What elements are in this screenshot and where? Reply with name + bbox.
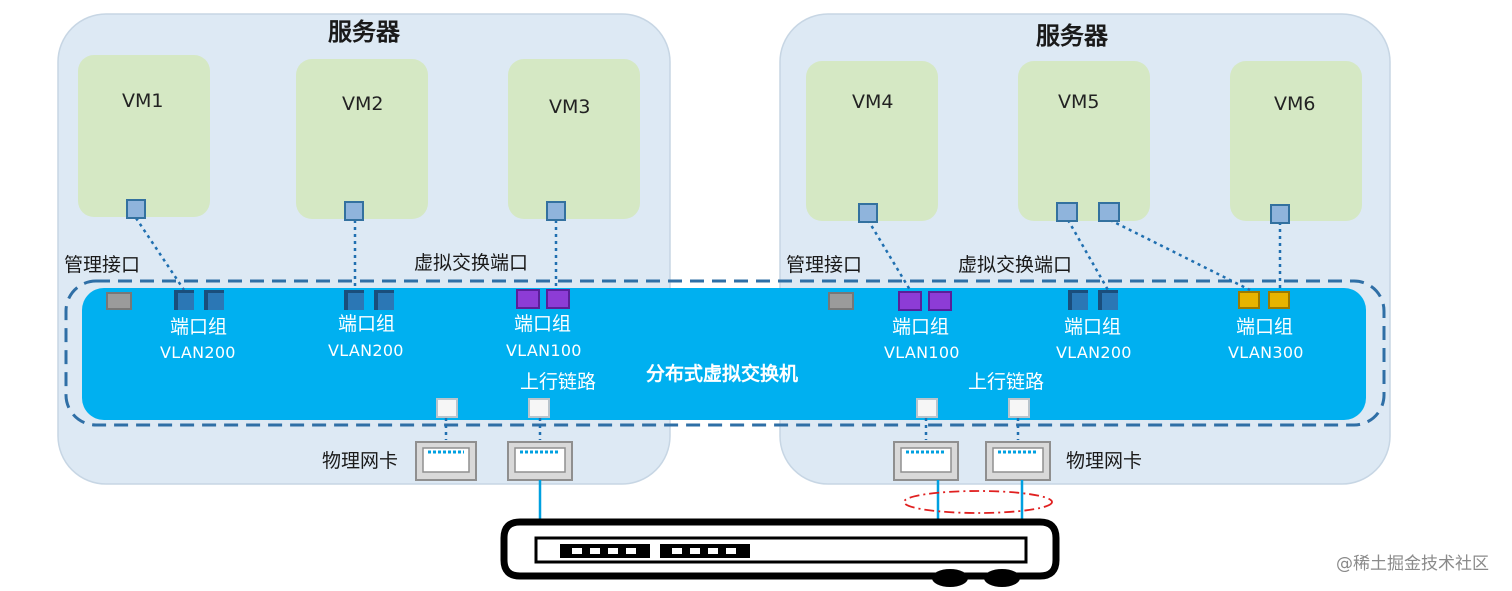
port-group-vlan-6: VLAN300 — [1228, 343, 1304, 362]
port-group-label-1: 端口组 — [170, 316, 228, 338]
dvs-port — [516, 289, 540, 309]
link-vm1 — [134, 217, 186, 291]
dvs-port — [344, 290, 364, 310]
uplink-port — [1008, 398, 1030, 418]
vm-box-3 — [508, 59, 640, 219]
port-group-vlan-1: VLAN200 — [160, 343, 236, 362]
vm-box-6 — [1230, 61, 1362, 221]
vm4-port — [858, 203, 878, 223]
vm3-port — [546, 201, 566, 221]
dvs-title: 分布式虚拟交换机 — [646, 363, 799, 385]
link-vm5b — [1109, 218, 1251, 292]
nic-group — [415, 441, 1051, 481]
mgmt-interface-label-1: 管理接口 — [64, 254, 141, 276]
port-group-label-3: 端口组 — [514, 313, 572, 335]
uplink-port — [436, 398, 458, 418]
dvs-port — [204, 290, 224, 310]
vm5-port-a — [1056, 202, 1078, 222]
vm-label-3: VM3 — [549, 96, 591, 118]
port-group-vlan-2: VLAN200 — [328, 341, 404, 360]
port-group-vlan-4: VLAN100 — [884, 343, 960, 362]
dvs-port — [1098, 290, 1118, 310]
port-group-vlan-3: VLAN100 — [506, 341, 582, 360]
ethernet-port-icon — [415, 441, 477, 481]
ethernet-port-icon — [893, 441, 959, 481]
uplink-label-2: 上行链路 — [968, 371, 1045, 393]
port-group-vlan-5: VLAN200 — [1056, 343, 1132, 362]
uplink-port — [528, 398, 550, 418]
dvs-port — [928, 291, 952, 311]
server-title-1: 服务器 — [328, 18, 400, 46]
dvs-port — [546, 289, 570, 309]
port-group-label-2: 端口组 — [338, 313, 396, 335]
mgmt-interface-label-2: 管理接口 — [786, 254, 863, 276]
watermark-text: @稀土掘金技术社区 — [1336, 554, 1489, 574]
uplink-port — [916, 398, 938, 418]
vm-label-2: VM2 — [342, 93, 384, 115]
vm-box-4 — [806, 61, 938, 221]
nic-label-1: 物理网卡 — [322, 450, 399, 472]
dvs-dashed-outline — [64, 279, 1386, 427]
server-title-2: 服务器 — [1036, 22, 1108, 50]
ethernet-port-icon — [985, 441, 1051, 481]
mgmt-port-2 — [828, 292, 854, 310]
vm5-port-b — [1098, 202, 1120, 222]
vm-label-6: VM6 — [1274, 93, 1316, 115]
uplink-label-1: 上行链路 — [520, 371, 597, 393]
vm-box-1 — [78, 55, 210, 217]
nic-label-2: 物理网卡 — [1066, 450, 1143, 472]
vswitch-port-label-2: 虚拟交换端口 — [958, 254, 1073, 276]
port-group-label-5: 端口组 — [1064, 316, 1122, 338]
vm2-port — [344, 201, 364, 221]
dvs-port — [1268, 291, 1290, 309]
highlight-ellipse — [903, 490, 1053, 514]
vm-label-5: VM5 — [1058, 91, 1100, 113]
dvs-port — [174, 290, 194, 310]
vm-label-1: VM1 — [122, 90, 164, 112]
vm1-port — [126, 199, 146, 219]
vswitch-port-label-1: 虚拟交换端口 — [414, 252, 529, 274]
vm-label-4: VM4 — [852, 91, 894, 113]
dvs-port — [1238, 291, 1260, 309]
mgmt-port-1 — [106, 292, 132, 310]
ethernet-port-icon — [507, 441, 573, 481]
port-group-label-4: 端口组 — [892, 316, 950, 338]
port-group-label-6: 端口组 — [1236, 316, 1294, 338]
dvs-body — [82, 288, 1366, 420]
vm6-port — [1270, 204, 1290, 224]
dvs-port — [1068, 290, 1088, 310]
dvs-port — [898, 291, 922, 311]
vm-box-2 — [296, 59, 428, 219]
physical-switch-icon — [500, 518, 1060, 587]
vm-box-5 — [1018, 61, 1150, 221]
dvs-port — [374, 290, 394, 310]
